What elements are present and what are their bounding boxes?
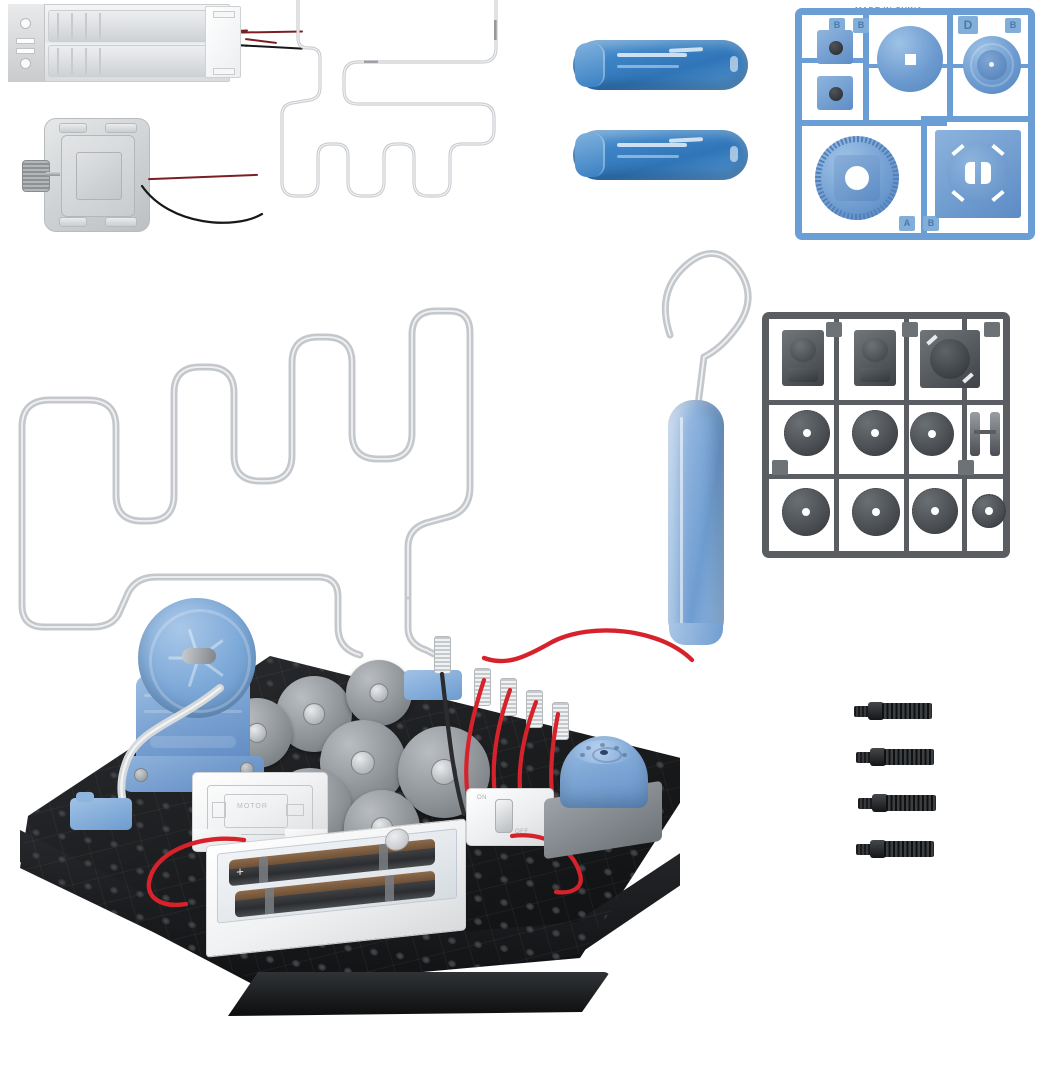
mount-hole-icon [20,18,31,29]
battery-holder-part: 2 x AA battery holder [8,4,230,82]
train-gear [346,660,412,726]
gearbox-bracket-part [854,330,896,386]
buzzer-top-face [574,740,634,764]
sprue-gear-part [782,488,830,536]
gearbox-bracket-part [782,330,824,386]
switch-on-label: ON [477,795,487,801]
switch-mount-tab [213,11,235,18]
black-lead-wire [140,184,264,224]
motor-housing [44,118,150,232]
contact-pin-part [970,412,980,456]
shell-collar [575,133,605,177]
switch-module-body [205,6,241,78]
motor-face-recess [61,135,135,217]
terminal-slot [16,38,35,44]
bearing-block-part [817,76,853,110]
terminal-slot [16,48,35,54]
screw-part [854,700,932,722]
mount-hole-icon [20,58,31,69]
wand-hook-icon [661,250,752,409]
clamp-plate-part [935,130,1021,218]
dc-motor-part: DC motor with pinion gear [22,118,150,232]
screw-part [856,746,934,768]
switch-off-label: OFF [515,829,529,835]
bearing-block-part [817,30,853,64]
screw-part [858,792,936,814]
handle-shell-half [573,130,748,180]
shell-catch [730,56,738,72]
large-maze-wire [18,307,474,659]
battery-slot [48,10,216,42]
motor-text-label: MOTOR [237,803,268,810]
crown-gear-part [815,136,899,220]
wand-end-cap [669,623,723,645]
small-maze-wire [280,0,498,198]
wand-red-lead [481,628,695,664]
shell-collar [575,43,605,87]
sprue-tag: D [958,16,978,34]
sprue-made-in-text: MADE IN CHINA [855,6,923,15]
motor-pinion-gear [22,160,50,192]
battery-red-lead [146,836,247,908]
sprue-pinion-part [972,494,1006,528]
switch-lever[interactable] [495,799,513,833]
base-front-lip [228,972,610,1016]
wand-grip [668,400,724,645]
sprue-gear-part [852,410,898,456]
sprue-tag: B [1005,18,1021,33]
assembled-model: blue turbine wheel and housing [10,598,730,1060]
shell-catch [730,146,738,162]
pulley-part [963,36,1021,94]
contact-pin-part [990,412,1000,456]
maze-wire-terminal-leg [404,596,438,658]
sprue-tag: A [899,216,915,231]
sprue-gear-part [912,488,958,534]
motor-core [76,152,122,200]
buzz-wire-wand: buzz-wire hook wand with blue grip [640,245,770,655]
battery-slot [48,45,216,77]
sprue-gear-part [852,488,900,536]
screw-part [856,838,934,860]
housing-part [920,330,980,388]
switch-mount-tab [213,68,235,75]
sprue-gear-part [910,412,954,456]
turbine-white-cable [117,684,224,810]
blue-connector-brick [70,792,132,830]
switch-red-lead [509,833,583,895]
motor-diagram-icon [207,785,313,835]
buzzer-dome [560,736,648,808]
battery-holder-terminal-end [8,4,45,82]
sprue-gear-part [784,410,830,456]
turbine-shaft [182,648,216,664]
sprue-tag: B [923,216,939,231]
wand-seam [680,417,683,632]
grey-parts-sprue: grey parts sprue [762,312,1010,558]
disc-part [877,26,943,92]
handle-shell-half [573,40,748,90]
turbine-assembly: blue turbine wheel and housing [120,598,290,818]
sprue-tag: B [853,18,869,33]
switch-module-part: inline switch module [205,6,241,78]
blue-parts-sprue: MADE IN CHINA B B D B A B [795,6,1035,240]
sprue-tag: B [829,18,845,33]
blue-connector-brick [404,670,462,700]
motor-shaft [46,172,60,176]
